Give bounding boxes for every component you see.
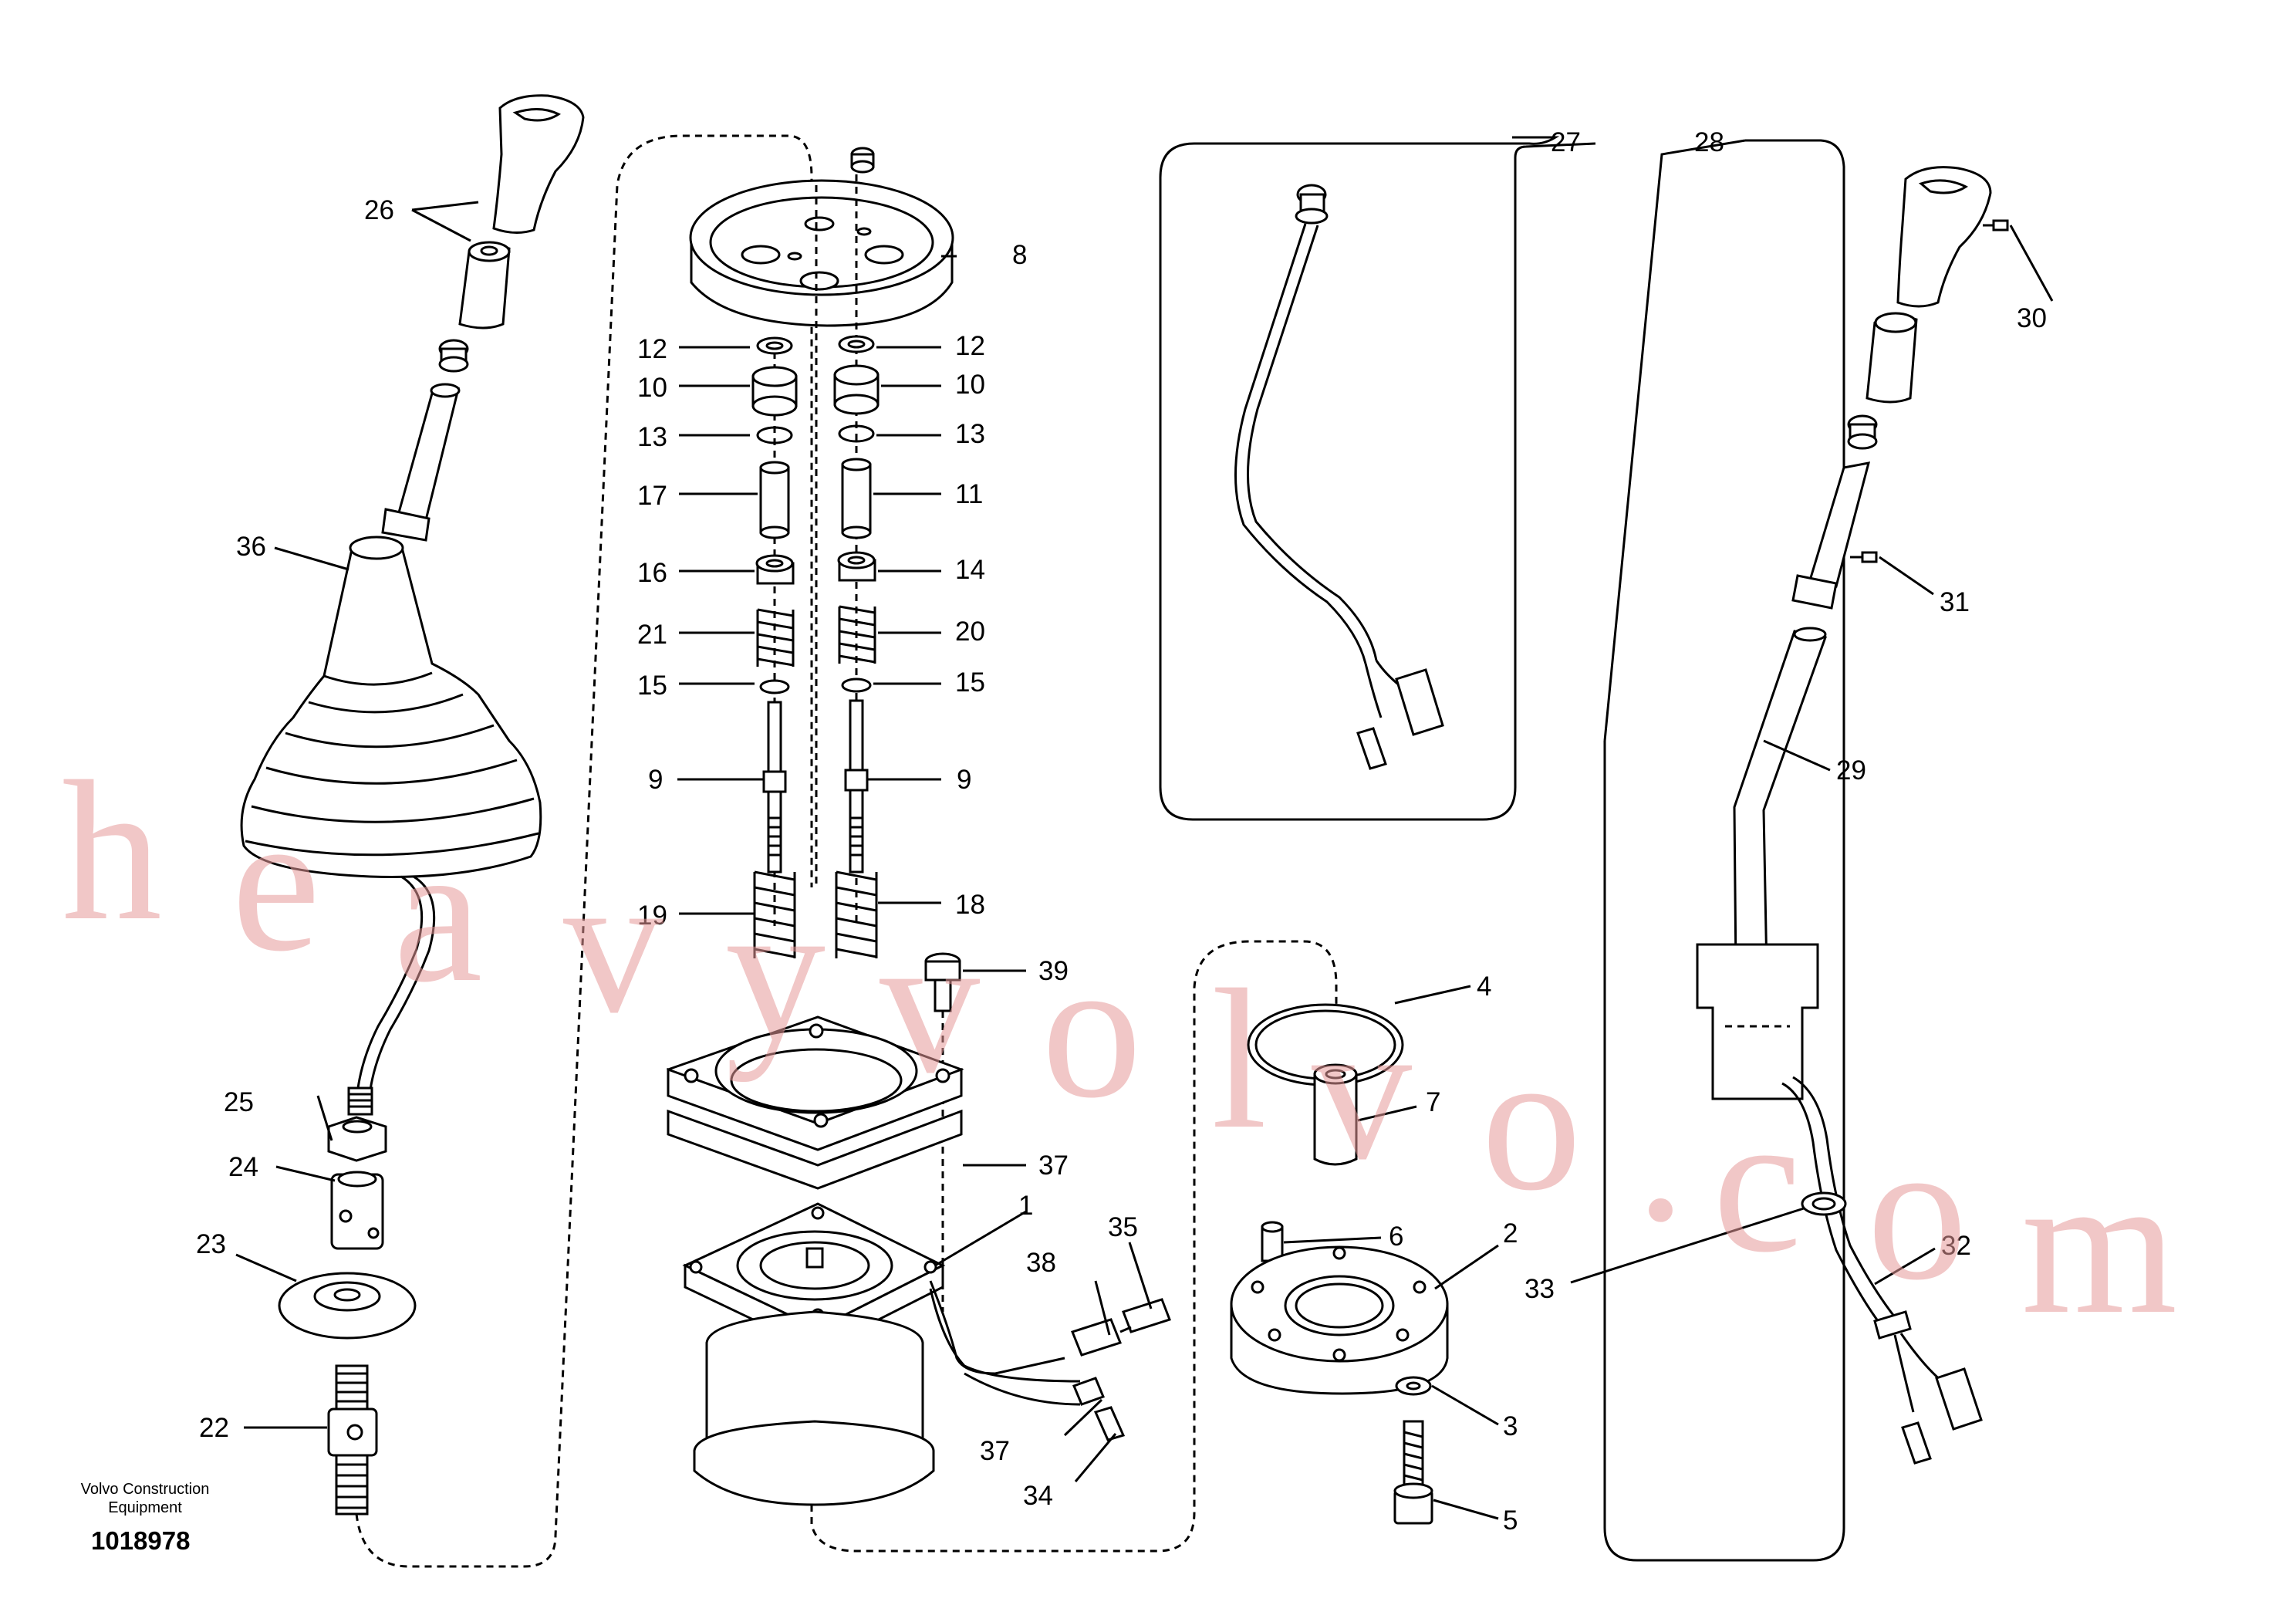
connector-38 — [1071, 1318, 1122, 1357]
callout-15-left: 15 — [637, 671, 667, 701]
watermark-char: o — [1481, 1010, 1582, 1232]
callout-23: 23 — [196, 1229, 226, 1259]
watermark-char: m — [2021, 1134, 2177, 1356]
callout-5: 5 — [1503, 1505, 1518, 1536]
callout-38: 38 — [1026, 1248, 1056, 1278]
callout-27: 27 — [1551, 127, 1581, 157]
callout-9-left: 9 — [648, 765, 663, 795]
callout-labels: 26 36 8 12 12 10 10 13 13 17 11 16 14 21… — [196, 127, 2047, 1536]
callout-11: 11 — [955, 479, 983, 509]
callout-10-right: 10 — [955, 370, 985, 400]
callout-36: 36 — [236, 532, 266, 562]
callout-21: 21 — [637, 620, 667, 650]
watermark-char: v — [1312, 979, 1412, 1201]
spring-right-small — [838, 605, 876, 664]
callout-17: 17 — [637, 481, 667, 511]
watermark-char: e — [231, 771, 320, 993]
watermark-char: y — [725, 860, 826, 1083]
callout-3: 3 — [1503, 1411, 1518, 1441]
callout-39: 39 — [1038, 956, 1069, 986]
spring-left-small — [756, 608, 795, 667]
variant-27-cable — [1234, 223, 1378, 664]
callout-25: 25 — [224, 1087, 254, 1117]
watermark-char: . — [1636, 1041, 1686, 1263]
callout-35: 35 — [1108, 1212, 1138, 1242]
rubber-boot — [240, 540, 542, 878]
variant-28-grip — [1896, 166, 1992, 308]
callout-8: 8 — [1012, 240, 1027, 270]
watermark-char: a — [393, 802, 482, 1024]
callout-10-left: 10 — [637, 373, 667, 403]
variant-28-base — [1696, 943, 1819, 1100]
callout-28: 28 — [1694, 127, 1724, 157]
callout-29: 29 — [1836, 755, 1866, 786]
watermark-char: v — [880, 893, 980, 1115]
callout-2: 2 — [1503, 1218, 1518, 1249]
callout-9-right: 9 — [957, 765, 971, 795]
left-lever-assembly — [240, 94, 585, 1516]
drawing-number: 1018978 — [91, 1526, 190, 1555]
callout-16: 16 — [637, 558, 667, 588]
callout-4: 4 — [1477, 972, 1491, 1002]
callout-20: 20 — [955, 617, 985, 647]
watermark-char: h — [62, 740, 162, 962]
lever-tube — [393, 387, 461, 534]
variant-27-box — [1159, 136, 1596, 821]
watermark: h e a v y v o l v o . c o m — [62, 740, 2177, 1356]
watermark-char: l — [1211, 948, 1267, 1171]
callout-1: 1 — [1018, 1191, 1033, 1221]
callout-26: 26 — [364, 195, 394, 225]
variant-28-tube — [1733, 630, 1827, 974]
lever-cable — [356, 875, 424, 1089]
watermark-char: o — [1867, 1100, 1967, 1322]
leader-lines — [235, 201, 2054, 1520]
brand-line-2: Equipment — [108, 1499, 182, 1516]
callout-7: 7 — [1426, 1087, 1440, 1117]
brand-line-1: Volvo Construction — [81, 1481, 210, 1498]
mounting-hardware — [1230, 1003, 1449, 1525]
spring-left-large — [753, 870, 796, 958]
watermark-char: o — [1042, 917, 1142, 1140]
callout-31: 31 — [1940, 587, 1970, 617]
callout-12-right: 12 — [955, 331, 985, 361]
universal-joint — [335, 1364, 369, 1411]
title-block: Volvo Construction Equipment 1018978 — [81, 1481, 210, 1555]
callout-6: 6 — [1389, 1222, 1403, 1252]
callout-37-lower: 37 — [980, 1436, 1010, 1466]
callout-34: 34 — [1023, 1481, 1053, 1511]
left-dashed-connector — [355, 134, 813, 1568]
callout-32: 32 — [1941, 1231, 1971, 1261]
callout-13-right: 13 — [955, 419, 985, 449]
callout-15-right: 15 — [955, 667, 985, 698]
variant-28-box — [1603, 139, 2009, 1562]
watermark-char: v — [563, 833, 663, 1055]
callout-37-centre: 37 — [1038, 1151, 1069, 1181]
watermark-char: c — [1713, 1072, 1801, 1294]
callout-33: 33 — [1524, 1274, 1555, 1304]
centre-dashed-connector — [810, 940, 1338, 1553]
callout-30: 30 — [2017, 303, 2047, 333]
callout-12-left: 12 — [637, 334, 667, 364]
callout-22: 22 — [199, 1413, 229, 1443]
handle-grip — [492, 94, 585, 234]
callout-13-left: 13 — [637, 422, 667, 452]
callout-14: 14 — [955, 555, 985, 585]
spring-right-large — [835, 870, 878, 958]
callout-18: 18 — [955, 890, 985, 920]
centre-valve-assembly — [667, 147, 1338, 1553]
callout-24: 24 — [228, 1152, 258, 1182]
callout-19: 19 — [637, 901, 667, 931]
valve-wiring — [929, 1280, 1081, 1383]
